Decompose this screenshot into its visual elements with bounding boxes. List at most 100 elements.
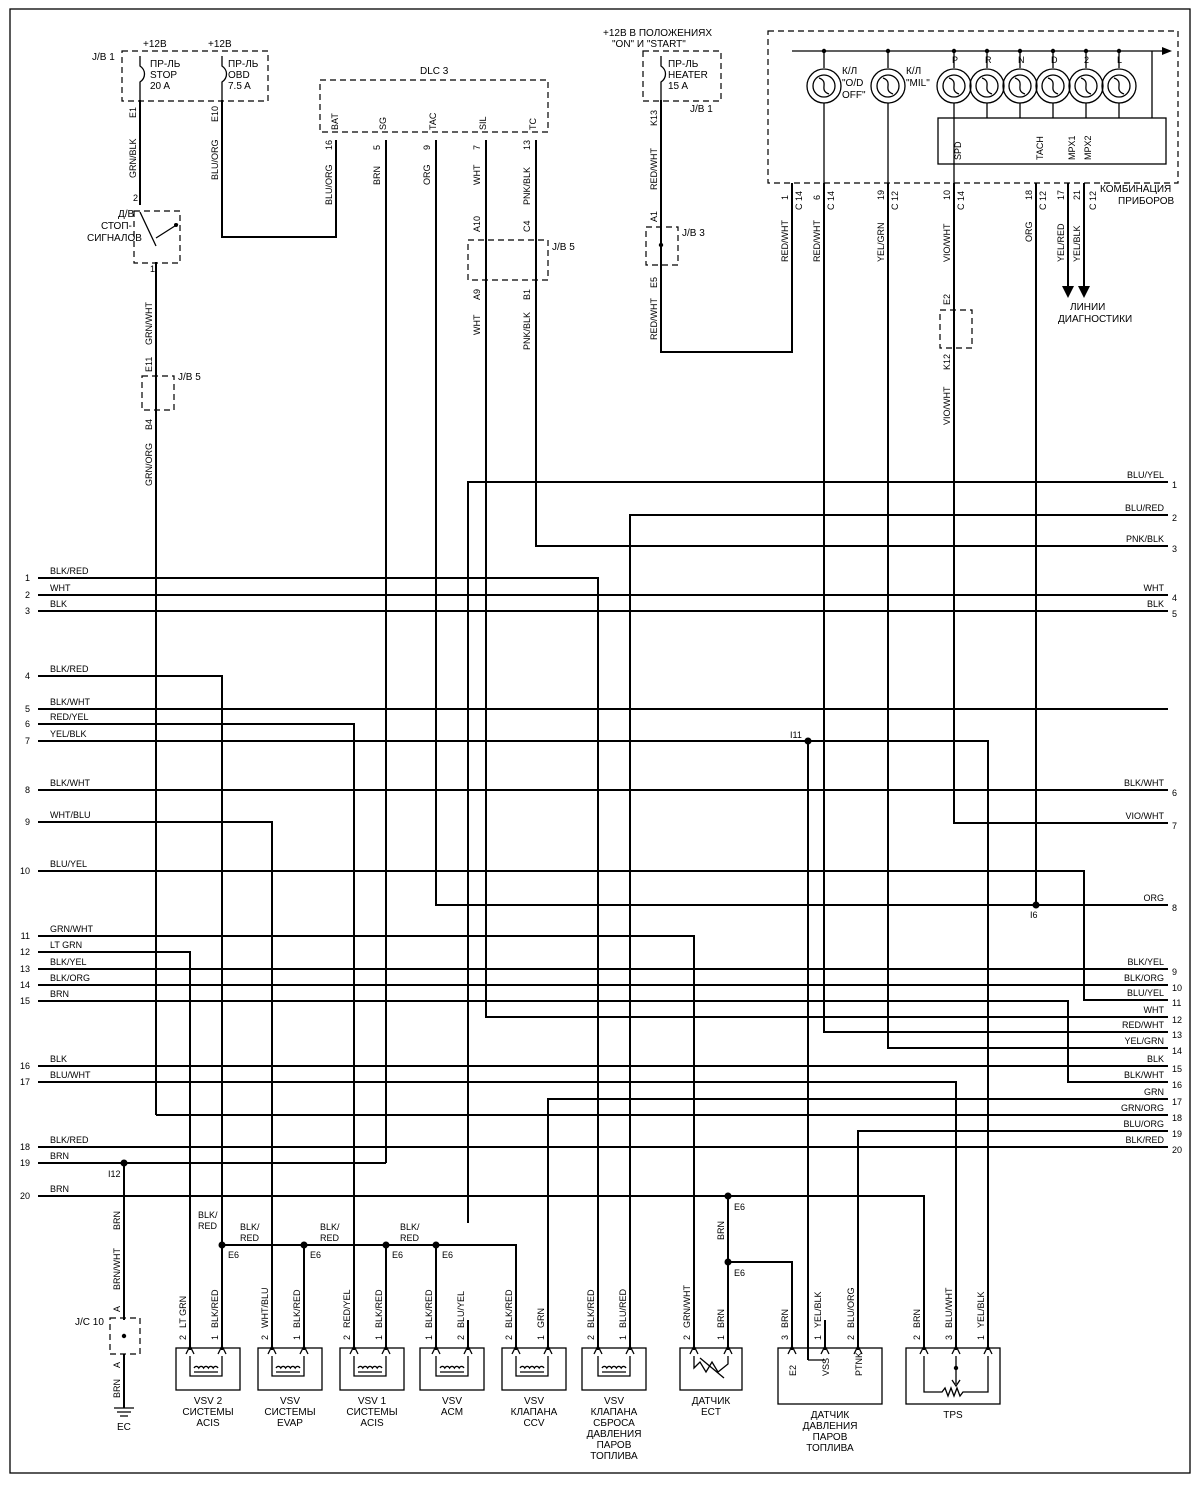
coil-symbol-1 <box>275 1365 301 1370</box>
wire-l9-wht-blu <box>38 821 273 1320</box>
jb1-label: J/B 1 <box>92 52 115 63</box>
left-wire-17: BLU/WHT <box>50 1070 91 1080</box>
component-3-pin-2: 2 <box>456 1335 466 1340</box>
left-terminal-6: 6 <box>25 719 30 729</box>
right-terminal-20: 20 <box>1172 1145 1182 1155</box>
dlc3-pin-tc: TC <box>528 118 538 130</box>
wire-brn-gnd-label-b: BRN <box>112 1379 122 1398</box>
right-wire-11: BLU/YEL <box>1127 988 1164 998</box>
left-wire-20: BRN <box>50 1184 69 1194</box>
ground-jc10: BRN BRN/WHT A J/C 10 A BRN EC <box>75 1211 141 1433</box>
lamp-mil-label-1: К/Л <box>906 66 921 77</box>
component-5-wire-1: BLU/RED <box>618 1288 628 1328</box>
wire-r17-grn <box>547 1098 1168 1320</box>
conn-a9: A9 <box>472 289 482 300</box>
jb5-label-b: J/B 5 <box>552 242 575 253</box>
conn-e11: E11 <box>144 357 154 372</box>
stop-switch-label-3: СИГНАЛОВ <box>87 233 142 244</box>
wire-grn-org-label: GRN/ORG <box>144 443 154 486</box>
coil-symbol-0 <box>193 1365 219 1370</box>
right-wire-9: BLK/YEL <box>1127 957 1164 967</box>
component-8-wire-0: BRN <box>912 1309 922 1328</box>
component-5-caption-0: VSV <box>604 1396 624 1407</box>
cluster-pin-17: 17 <box>1056 190 1066 200</box>
conn-e1: E1 <box>128 107 138 118</box>
conn-c4: C4 <box>522 220 532 232</box>
left-wire-13: BLK/YEL <box>50 957 87 967</box>
left-terminal-18: 18 <box>20 1142 30 1152</box>
right-terminal-8: 8 <box>1172 903 1177 913</box>
fuse-stop-symbol <box>139 56 146 100</box>
left-wire-12: LT GRN <box>50 940 82 950</box>
right-terminals: 1BLU/YEL2BLU/RED3PNK/BLK4WHT5BLK6BLK/WHT… <box>1121 470 1182 1155</box>
left-wire-2: WHT <box>50 583 71 593</box>
component-2-caption-2: ACIS <box>360 1418 384 1429</box>
component-2-pin-2: 2 <box>342 1335 352 1340</box>
right-wire-10: BLK/ORG <box>1124 973 1164 983</box>
jb5-splice-b: A10 C4 J/B 5 A9 B1 WHT PNK/BLK <box>467 216 575 350</box>
dlc3-num-7: 7 <box>472 145 482 150</box>
splice-e6-d: E6 <box>310 1250 321 1260</box>
jb3-label: J/B 3 <box>682 228 705 239</box>
conn-k12: K12 <box>942 354 952 370</box>
lamp-letter-d: D <box>1051 55 1058 65</box>
left-wire-15: BRN <box>50 989 69 999</box>
wire-l17-blu-wht <box>38 1081 957 1320</box>
wire-red-wht-label-a: RED/WHT <box>649 148 659 190</box>
left-wire-3: BLK <box>50 599 67 609</box>
supply-12v-obd: +12В <box>208 39 232 50</box>
cluster-wire-19: YEL/GRN <box>876 222 886 262</box>
cluster-pin-10: 10 <box>942 190 952 200</box>
fuse-block-jb1: +12В +12В J/B 1 ПР-ЛЬ STOP 20 A ПР-ЛЬ OB… <box>92 39 269 102</box>
wire-cluster-10 <box>953 183 1168 824</box>
fuse-obd-symbol <box>221 56 228 100</box>
left-wire-10: BLU/YEL <box>50 859 87 869</box>
cluster-conn-1: C 14 <box>794 191 804 210</box>
left-wire-19: BRN <box>50 1151 69 1161</box>
wire-brn-e6-label: BRN <box>716 1221 726 1240</box>
dlc3-wire-sil: WHT <box>472 164 482 185</box>
component-body-4 <box>501 1347 567 1391</box>
stop-switch-symbol <box>139 211 179 247</box>
component-2-wire-1: BLK/RED <box>374 1289 384 1328</box>
wire-l7-yel-blk <box>38 740 989 1120</box>
lamp-od-label-3: OFF" <box>842 90 866 101</box>
left-terminal-2: 2 <box>25 590 30 600</box>
component-4-caption-1: КЛАПАНА <box>511 1407 558 1418</box>
outer-frame <box>9 8 1191 1474</box>
dlc3-num-16: 16 <box>324 140 334 150</box>
component-2-pin-1: 1 <box>374 1335 384 1340</box>
heater-branch: +12В В ПОЛОЖЕНИЯХ "ON" И "START" ПР-ЛЬ H… <box>603 28 793 353</box>
cluster-caption-1: КОМБИНАЦИЯ <box>1100 184 1171 195</box>
right-wire-4: WHT <box>1144 583 1165 593</box>
right-wire-8: ORG <box>1143 893 1164 903</box>
splice-points <box>120 737 1040 1266</box>
component-6-wire-0: GRN/WHT <box>682 1285 692 1328</box>
right-wire-15: BLK <box>1147 1054 1164 1064</box>
left-terminal-9: 9 <box>25 817 30 827</box>
conn-k13: K13 <box>649 110 659 126</box>
lamp-bulb-0 <box>806 48 842 183</box>
left-terminal-10: 10 <box>20 866 30 876</box>
dlc3-title: DLC 3 <box>420 66 449 77</box>
splice-e6-c: E6 <box>228 1250 239 1260</box>
blk-red-short-1b: RED <box>198 1221 218 1231</box>
component-7-pinname-1: VSS <box>821 1358 831 1376</box>
component-7-pin-3: 3 <box>780 1335 790 1340</box>
conn-a10: A10 <box>472 216 482 232</box>
stop-switch-label-1: Д/В <box>118 209 135 220</box>
component-4-wire-1: GRN <box>536 1308 546 1328</box>
lamp-bulb-6 <box>1068 48 1104 118</box>
dlc3-connector: DLC 3 BAT SG TAC SIL TC 16 5 9 7 13 BLU/… <box>319 66 549 205</box>
cluster-conn-18: C 12 <box>1038 191 1048 210</box>
right-terminal-7: 7 <box>1172 821 1177 831</box>
component-body-3 <box>419 1347 485 1391</box>
wire-l1-blk-red <box>38 577 599 1320</box>
lamp-od-label-1: К/Л <box>842 66 857 77</box>
right-wire-12: WHT <box>1144 1005 1165 1015</box>
conn-a1: A1 <box>649 211 659 222</box>
jb1-label-b: J/B 1 <box>690 104 713 115</box>
component-5: 2BLK/RED1BLU/REDVSVКЛАПАНАСБРОСАДАВЛЕНИЯ… <box>581 1288 647 1462</box>
